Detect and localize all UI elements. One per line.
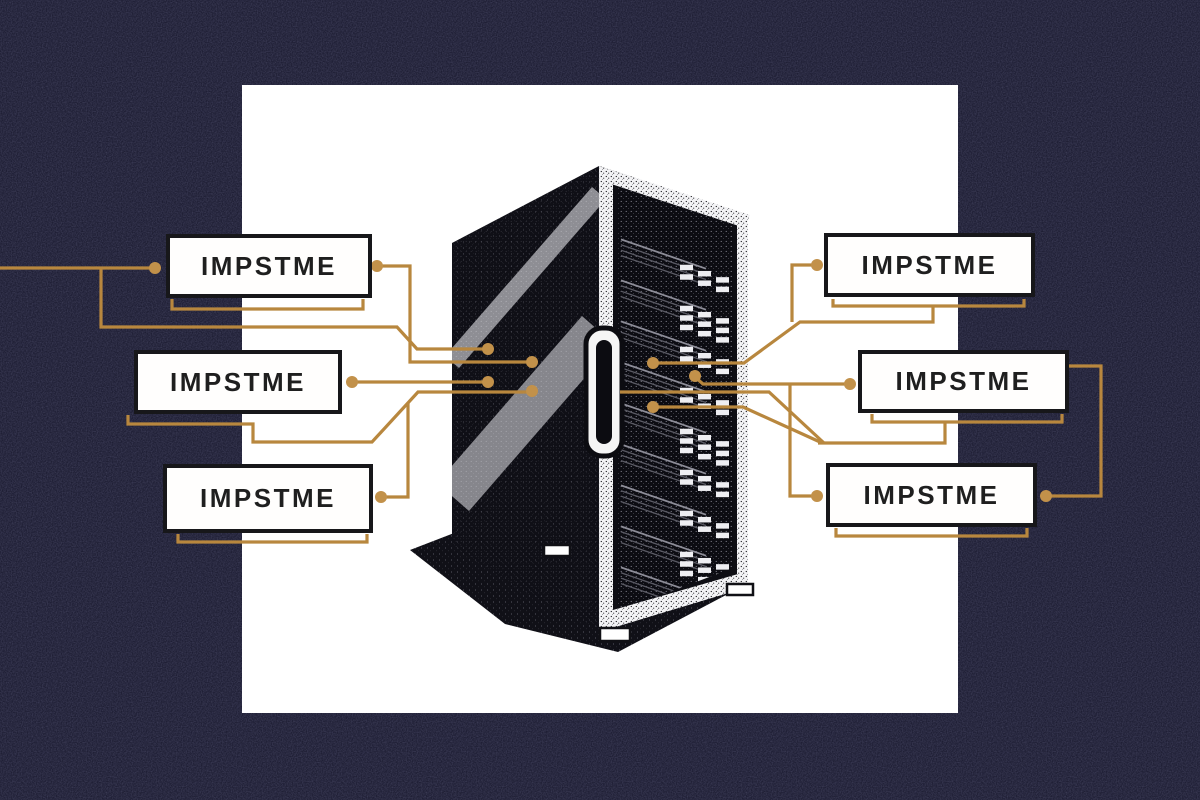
label-text: IMPSTME [895, 366, 1032, 396]
label-box-left-top: IMPSTME [166, 234, 372, 298]
label-box-right-middle: IMPSTME [858, 350, 1069, 413]
tower-side-stripes [452, 166, 599, 630]
label-text: IMPSTME [201, 250, 337, 281]
label-box-right-top: IMPSTME [824, 233, 1035, 297]
tower-door-handle [583, 325, 625, 459]
tower-right-edge [737, 219, 748, 590]
connector-dots [149, 259, 1052, 503]
label-box-left-middle: IMPSTME [134, 350, 342, 414]
label-text: IMPSTME [863, 479, 1000, 510]
label-text: IMPSTME [170, 366, 306, 397]
label-text: IMPSTME [861, 249, 998, 280]
tower-top-edge [599, 166, 750, 228]
server-tower-illustration [410, 166, 755, 652]
label-box-left-bottom: IMPSTME [163, 464, 373, 533]
tower-feet [542, 543, 755, 643]
label-text: IMPSTME [200, 483, 336, 513]
tower-base-trim [599, 572, 745, 632]
label-box-right-bottom: IMPSTME [826, 463, 1037, 527]
